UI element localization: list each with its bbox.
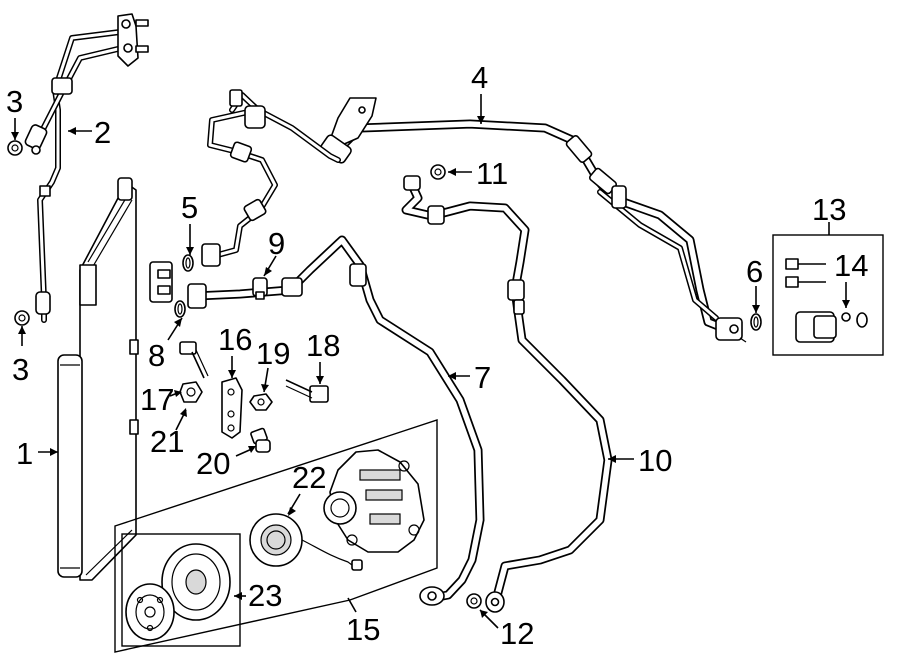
compressor-22 [323, 449, 425, 553]
box-13 [772, 234, 884, 356]
callout-16: 16 [218, 322, 252, 357]
callout-19: 19 [256, 336, 290, 371]
leaders [11, 94, 850, 629]
callouts: 1 2 3 3 4 5 6 7 8 9 10 11 12 13 14 15 16… [6, 60, 868, 651]
suction-tube-10 [401, 175, 613, 613]
callout-18: 18 [306, 328, 340, 363]
callout-14: 14 [834, 248, 868, 283]
box-15 [114, 419, 438, 653]
callout-12: 12 [500, 616, 534, 651]
discharge-hose [320, 97, 747, 343]
callout-13: 13 [812, 192, 846, 227]
callout-10: 10 [638, 443, 672, 478]
callout-22: 22 [292, 460, 326, 495]
callout-7: 7 [474, 360, 491, 395]
callout-8: 8 [148, 338, 165, 373]
clutch-coil [249, 513, 363, 571]
callout-2: 2 [94, 115, 111, 150]
liquid-line [24, 13, 149, 323]
clutch-pulley-23 [125, 543, 231, 641]
fasteners [179, 277, 329, 453]
callout-9: 9 [268, 226, 285, 261]
callout-15: 15 [346, 612, 380, 647]
suction-hose [187, 89, 485, 606]
callout-4: 4 [471, 60, 488, 95]
callout-21: 21 [150, 424, 184, 459]
condenser [57, 177, 173, 581]
callout-11: 11 [476, 156, 508, 191]
callout-17: 17 [140, 382, 174, 417]
callout-1: 1 [16, 436, 33, 471]
o-rings-and-seals [7, 140, 762, 609]
callout-5: 5 [181, 190, 198, 225]
bolt-14b [785, 276, 826, 288]
callout-23: 23 [248, 578, 282, 613]
bolt-14a [785, 258, 826, 270]
callout-20: 20 [196, 446, 230, 481]
callout-3a: 3 [6, 84, 23, 119]
callout-3b: 3 [12, 352, 29, 387]
callout-6: 6 [746, 254, 763, 289]
